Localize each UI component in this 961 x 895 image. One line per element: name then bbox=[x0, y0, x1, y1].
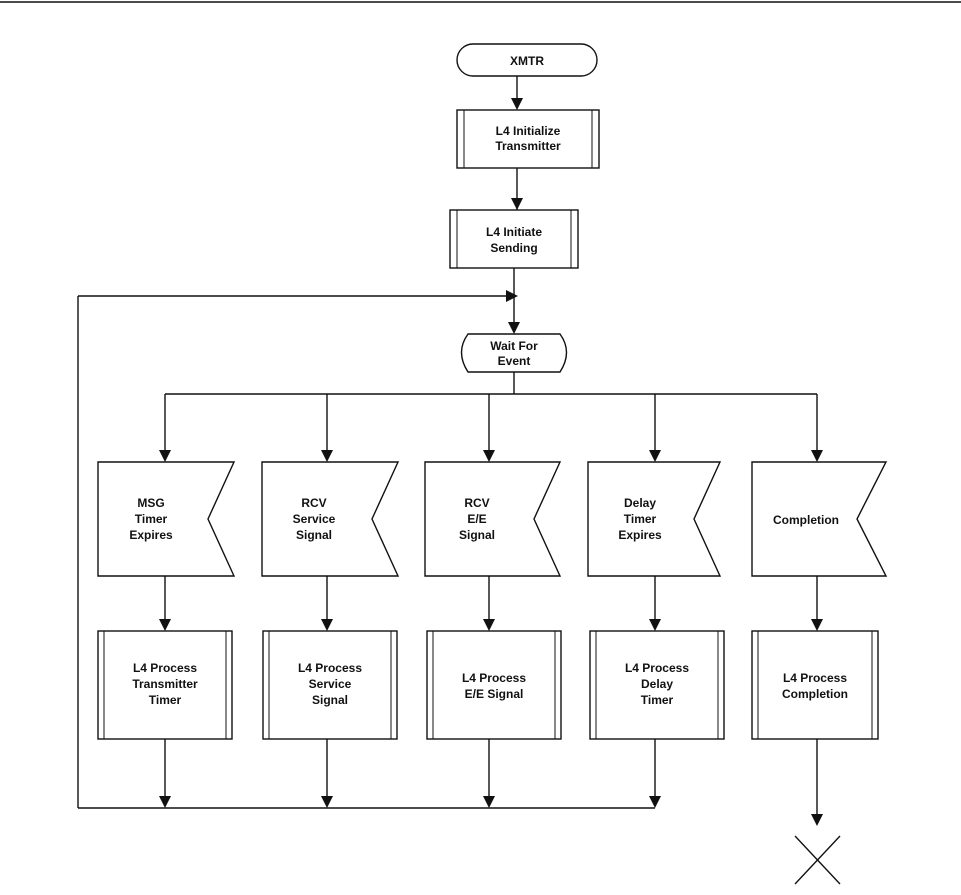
process-4-line1: L4 Process bbox=[783, 671, 847, 685]
event-0-line3: Expires bbox=[129, 528, 173, 542]
process-1-line1: L4 Process bbox=[298, 661, 362, 675]
process-3-line1: L4 Process bbox=[625, 661, 689, 675]
process-3-line3: Timer bbox=[641, 693, 674, 707]
process-4-line2: Completion bbox=[782, 687, 848, 701]
event-2-line1: RCV bbox=[464, 496, 489, 510]
termination-x-icon bbox=[794, 835, 841, 885]
event-4-line1: Completion bbox=[773, 513, 839, 527]
process-3: L4 Process Delay Timer bbox=[589, 630, 725, 740]
step-init-transmitter-line1: L4 Initialize bbox=[496, 124, 561, 138]
process-4: L4 Process Completion bbox=[751, 630, 879, 740]
wait-for-event-node: Wait For Event bbox=[460, 333, 568, 373]
process-0-line2: Transmitter bbox=[132, 677, 198, 691]
start-node: XMTR bbox=[456, 43, 598, 77]
wait-line1: Wait For bbox=[490, 339, 538, 353]
event-0-line1: MSG bbox=[137, 496, 164, 510]
event-1-line1: RCV bbox=[301, 496, 326, 510]
event-2-line2: E/E bbox=[467, 512, 486, 526]
process-0-line3: Timer bbox=[149, 693, 182, 707]
wait-line2: Event bbox=[498, 354, 531, 368]
event-1-line3: Signal bbox=[296, 528, 332, 542]
event-3: Delay Timer Expires bbox=[587, 461, 722, 577]
event-0-line2: Timer bbox=[135, 512, 168, 526]
step-initiate-sending-line1: L4 Initiate bbox=[486, 225, 542, 239]
start-label: XMTR bbox=[510, 54, 544, 68]
event-3-line3: Expires bbox=[618, 528, 662, 542]
process-3-line2: Delay bbox=[641, 677, 673, 691]
step-init-transmitter: L4 Initialize Transmitter bbox=[456, 109, 600, 169]
step-init-transmitter-line2: Transmitter bbox=[495, 139, 561, 153]
process-2: L4 Process E/E Signal bbox=[426, 630, 562, 740]
event-3-line1: Delay bbox=[624, 496, 656, 510]
process-1-line2: Service bbox=[309, 677, 352, 691]
event-4: Completion bbox=[751, 461, 888, 577]
event-1-line2: Service bbox=[293, 512, 336, 526]
event-2-line3: Signal bbox=[459, 528, 495, 542]
event-0: MSG Timer Expires bbox=[97, 461, 236, 577]
process-1: L4 Process Service Signal bbox=[262, 630, 398, 740]
event-1: RCV Service Signal bbox=[261, 461, 400, 577]
arrowheads bbox=[159, 98, 823, 826]
step-initiate-sending: L4 Initiate Sending bbox=[449, 209, 579, 269]
process-2-line1: L4 Process bbox=[462, 671, 526, 685]
process-2-line2: E/E Signal bbox=[465, 687, 524, 701]
process-1-line3: Signal bbox=[312, 693, 348, 707]
process-0-line1: L4 Process bbox=[133, 661, 197, 675]
process-0: L4 Process Transmitter Timer bbox=[97, 630, 233, 740]
event-2: RCV E/E Signal bbox=[424, 461, 562, 577]
step-initiate-sending-line2: Sending bbox=[490, 241, 537, 255]
event-3-line2: Timer bbox=[624, 512, 657, 526]
